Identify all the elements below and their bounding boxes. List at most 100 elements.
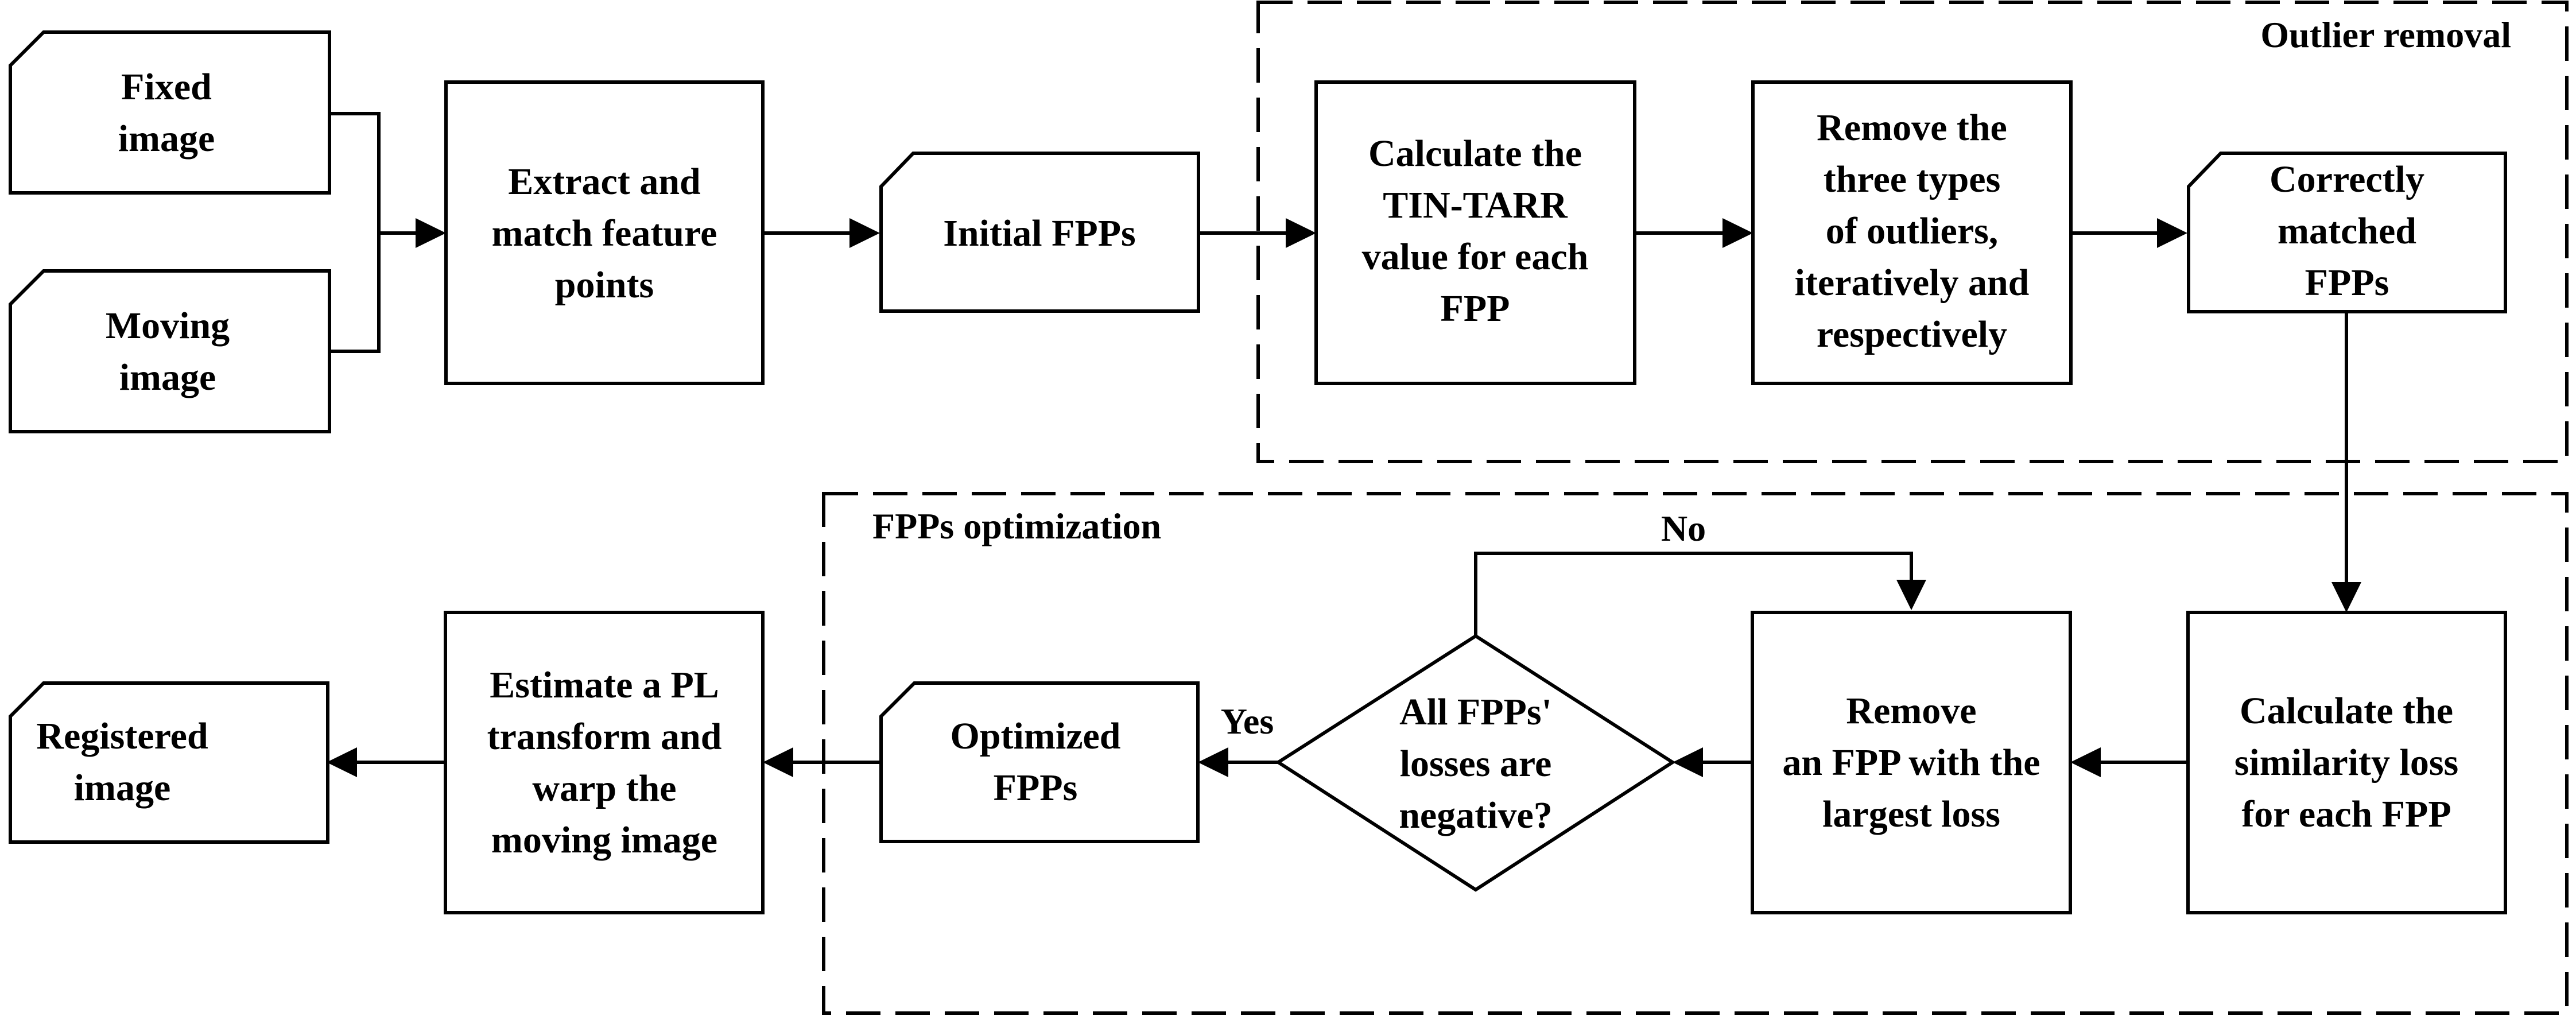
edges: No Yes xyxy=(327,112,2361,777)
decision-line-2: losses are xyxy=(1400,743,1552,785)
node-fixed-image-shape xyxy=(9,30,331,195)
fixed-image-line-1: Fixed xyxy=(121,66,212,108)
arrowhead-estimate xyxy=(763,747,793,777)
node-estimate-shape xyxy=(444,611,765,914)
arrowhead-extract xyxy=(416,218,446,248)
node-moving-image-shape xyxy=(9,269,331,433)
calc-tin-line-1: Calculate the xyxy=(1368,133,1582,174)
fpps-optimization-group xyxy=(822,492,2569,1015)
node-remove-fpp-label: Remove an FPP with the largest loss xyxy=(1782,690,2040,835)
node-estimate-label: Estimate a PL transform and warp the moving… xyxy=(487,664,722,861)
remove-outliers-line-1: Remove the xyxy=(1817,107,2007,149)
fixed-image-line-2: image xyxy=(118,118,215,160)
node-calc-sim-shape xyxy=(2186,611,2507,914)
moving-image-line-1: Moving xyxy=(106,305,230,347)
fpps-optimization-title: FPPs optimization xyxy=(872,506,1161,546)
calc-tin-line-2: TIN-TARR xyxy=(1383,184,1568,226)
registered-line-2: image xyxy=(74,767,171,809)
remove-outliers-line-4: iteratively and xyxy=(1795,262,2030,304)
node-moving-image-label: Moving image xyxy=(106,305,230,398)
calc-sim-line-3: for each FPP xyxy=(2241,793,2451,835)
optimized-fpps-line-1: Optimized xyxy=(951,715,1121,757)
node-decision-label: All FPPs' losses are negative? xyxy=(1399,691,1553,836)
extract-line-1: Extract and xyxy=(508,161,700,203)
arrowhead-registered xyxy=(327,747,357,777)
remove-outliers-line-3: of outliers, xyxy=(1826,210,1999,252)
moving-image-line-2: image xyxy=(119,356,216,398)
node-fixed-image-label: Fixed image xyxy=(118,66,215,160)
node-extract: Extract and match feature points xyxy=(444,80,765,385)
remove-outliers-line-5: respectively xyxy=(1817,313,2007,355)
edge-decision-no-loop xyxy=(1474,552,1913,635)
correct-fpps-line-3: FPPs xyxy=(2305,262,2389,304)
node-estimate: Estimate a PL transform and warp the moving… xyxy=(444,611,765,914)
calc-tin-line-3: value for each xyxy=(1362,236,1589,278)
node-remove-fpp: Remove an FPP with the largest loss xyxy=(1751,611,2072,914)
node-initial-fpps-label: Initial FPPs xyxy=(943,212,1136,254)
node-optimized-fpps-shape xyxy=(879,681,1200,843)
registered-line-1: Registered xyxy=(36,715,208,757)
estimate-line-3: warp the xyxy=(532,767,676,809)
node-registered: Registered image xyxy=(9,681,329,844)
arrowhead-no-loop xyxy=(1896,580,1926,610)
node-correct-fpps-shape xyxy=(2187,152,2507,313)
node-initial-fpps: Initial FPPs xyxy=(879,152,1200,313)
correct-fpps-line-1: Correctly xyxy=(2269,158,2424,200)
optimized-fpps-line-2: FPPs xyxy=(994,767,1078,809)
remove-fpp-line-2: an FPP with the xyxy=(1782,742,2040,784)
arrowhead-remove-outliers xyxy=(1722,218,1753,248)
arrowhead-initial xyxy=(849,218,880,248)
arrowhead-decision xyxy=(1673,747,1703,777)
calc-sim-line-2: similarity loss xyxy=(2234,742,2459,784)
remove-outliers-line-2: three types xyxy=(1824,158,2001,200)
node-remove-fpp-shape xyxy=(1751,611,2072,914)
extract-line-2: match feature xyxy=(492,212,717,254)
node-remove-outliers: Remove the three types of outliers, iterati… xyxy=(1751,80,2073,385)
estimate-line-2: transform and xyxy=(487,716,722,758)
remove-fpp-line-3: largest loss xyxy=(1822,793,2000,835)
arrowhead-remove-fpp xyxy=(2070,747,2101,777)
calc-sim-line-1: Calculate the xyxy=(2240,690,2453,732)
node-extract-label: Extract and match feature points xyxy=(492,161,717,306)
node-decision-shape xyxy=(1275,634,1676,892)
node-remove-outliers-shape xyxy=(1751,80,2073,385)
arrowhead-correct-fpps xyxy=(2157,218,2187,248)
arrowhead-calc-tin xyxy=(1286,218,1316,248)
arrowhead-optimized xyxy=(1198,747,1228,777)
extract-line-3: points xyxy=(555,264,654,306)
edge-label-no: No xyxy=(1661,508,1706,549)
node-extract-shape xyxy=(444,80,765,385)
edge-label-yes: Yes xyxy=(1221,701,1274,742)
node-remove-outliers-label: Remove the three types of outliers, iterati… xyxy=(1795,107,2030,355)
node-moving-image: Moving image xyxy=(9,269,331,433)
estimate-line-4: moving image xyxy=(491,819,717,861)
remove-fpp-line-1: Remove xyxy=(1846,690,1976,732)
node-calc-tin-shape xyxy=(1314,80,1636,385)
edge-moving-to-join xyxy=(329,233,381,353)
node-fixed-image: Fixed image xyxy=(9,30,331,195)
decision-line-3: negative? xyxy=(1399,794,1553,836)
node-calc-sim: Calculate the similarity loss for each FPP xyxy=(2186,611,2507,914)
calc-tin-line-4: FPP xyxy=(1441,288,1510,329)
estimate-line-1: Estimate a PL xyxy=(490,664,719,706)
node-registered-label: Registered image xyxy=(36,715,208,809)
node-registered-shape xyxy=(9,681,329,844)
node-initial-fpps-shape xyxy=(879,152,1200,313)
node-calc-sim-label: Calculate the similarity loss for each FPP xyxy=(2234,690,2459,835)
node-decision: All FPPs' losses are negative? xyxy=(1275,634,1676,892)
arrowhead-calc-sim xyxy=(2331,582,2361,612)
outlier-removal-group xyxy=(1256,1,2569,463)
outlier-removal-title: Outlier removal xyxy=(2260,14,2511,55)
edge-fixed-to-join xyxy=(329,112,381,233)
decision-line-1: All FPPs' xyxy=(1399,691,1552,733)
initial-fpps-line-1: Initial FPPs xyxy=(943,212,1136,254)
correct-fpps-line-2: matched xyxy=(2278,210,2416,252)
